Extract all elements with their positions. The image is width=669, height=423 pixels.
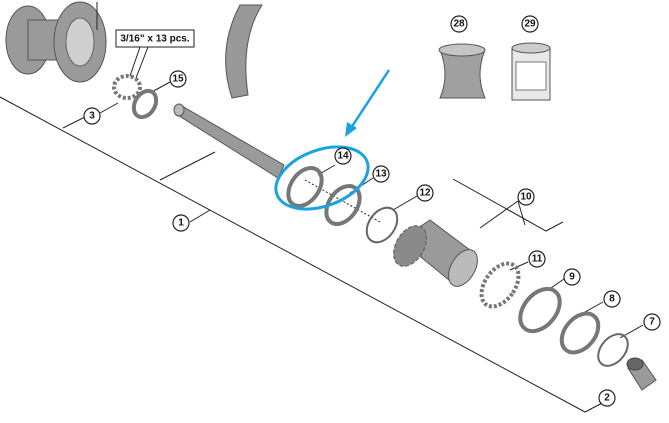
callout-number: 8 [609, 294, 615, 305]
callout-number: 10 [520, 192, 532, 203]
ball-spec-text: 3/16" x 13 pcs. [120, 34, 189, 45]
callout-number: 14 [337, 151, 349, 162]
callout-circle [603, 290, 621, 308]
callout-circle [416, 184, 434, 202]
part-13-ring [324, 184, 362, 226]
callout-number: 2 [604, 393, 610, 404]
callout-circle [521, 15, 539, 33]
callout-circle [563, 268, 581, 286]
callout-circle [643, 313, 661, 331]
callout-number: 28 [453, 19, 465, 30]
hub-body [5, 1, 107, 83]
callout-circle [372, 165, 390, 183]
callout-circle [528, 250, 546, 268]
callout-1: 1 [172, 214, 190, 232]
part-7-o-ring [597, 333, 629, 367]
callout-10: 10 [517, 188, 535, 206]
axle [173, 103, 285, 179]
part-9-ring [518, 286, 562, 334]
callout-number: 1 [178, 218, 184, 229]
callout-circle [517, 188, 535, 206]
part-28-sleeve [438, 43, 486, 99]
part-11-ratchet-ring [479, 261, 521, 309]
callout-number: 9 [569, 272, 575, 283]
callout-number: 12 [419, 188, 431, 199]
part-29-grease-jar [511, 42, 551, 101]
callout-15: 15 [169, 70, 187, 88]
part-2-end-cap [626, 357, 657, 391]
callout-11: 11 [528, 250, 546, 268]
ball-bearing-label: 3/16" x 13 pcs. [115, 29, 195, 48]
callout-number: 7 [649, 317, 655, 328]
callout-28: 28 [450, 15, 468, 33]
leader-lines [0, 46, 644, 413]
callout-14: 14 [334, 147, 352, 165]
callout-3: 3 [83, 107, 101, 125]
callout-8: 8 [603, 290, 621, 308]
callout-circle [83, 107, 101, 125]
callout-number: 11 [532, 254, 543, 265]
callout-13: 13 [372, 165, 390, 183]
callout-9: 9 [563, 268, 581, 286]
callout-circle [598, 389, 616, 407]
callout-circle [450, 15, 468, 33]
callout-number: 29 [524, 19, 536, 30]
highlight-annotation [274, 69, 391, 211]
part-15-washer [131, 88, 159, 120]
callout-number: 13 [375, 169, 387, 180]
callout-circle [334, 147, 352, 165]
part-8-ring [559, 311, 601, 355]
callout-12: 12 [416, 184, 434, 202]
part-12-seal [365, 206, 399, 244]
callout-7: 7 [643, 313, 661, 331]
callout-number: 15 [172, 74, 184, 85]
callout-circle [169, 70, 187, 88]
callout-2: 2 [598, 389, 616, 407]
callout-number: 3 [89, 111, 95, 122]
part-10-freehub-body [393, 219, 478, 287]
part-14-ring [286, 166, 324, 208]
bearing-retainer [112, 74, 142, 100]
rim-section [225, 4, 263, 99]
callout-29: 29 [521, 15, 539, 33]
callout-circle [172, 214, 190, 232]
